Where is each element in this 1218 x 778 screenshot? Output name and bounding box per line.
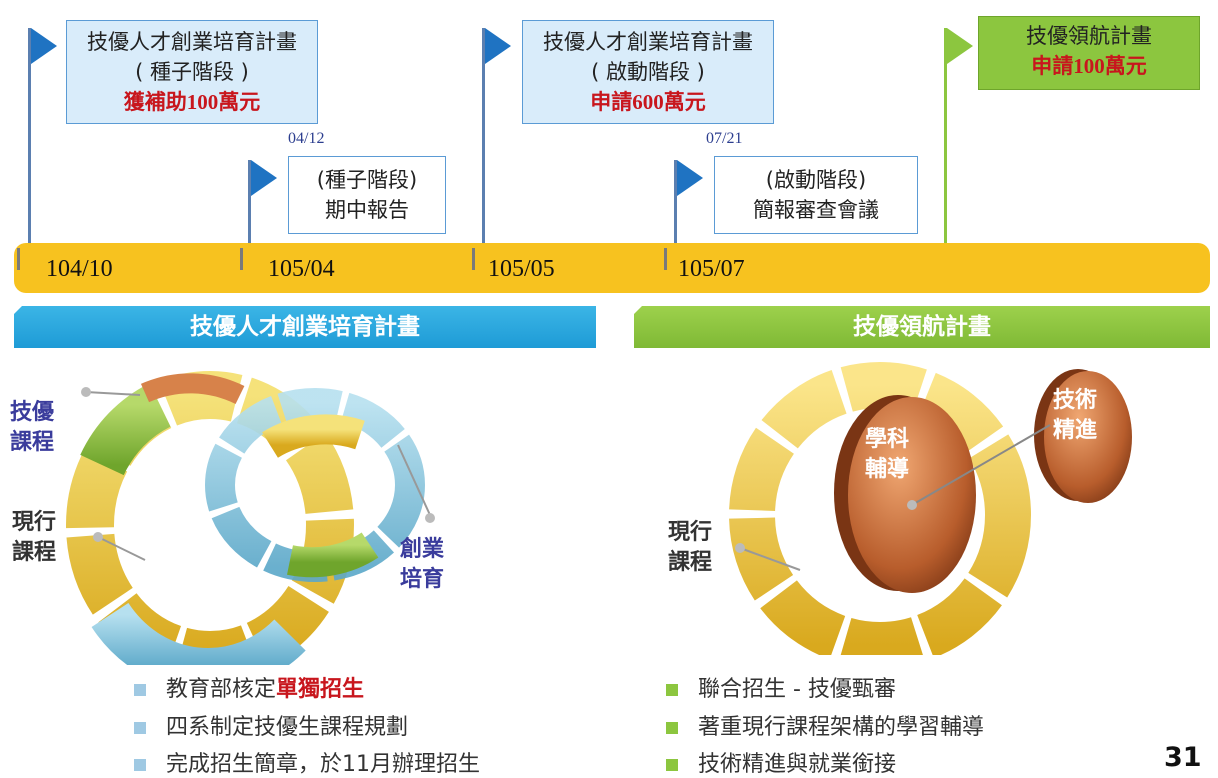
timeline-tick [472, 248, 475, 270]
milestone-2-title: 期中報告 [325, 198, 409, 222]
bullet-square-icon [666, 759, 678, 771]
right-bullet-3: 技術精進與就業銜接 [666, 746, 896, 778]
milestone-4-title: 簡報審查會議 [753, 198, 879, 222]
timeline-tick [664, 248, 667, 270]
timeline-label: 105/07 [678, 256, 745, 282]
page-number: 31 [1164, 742, 1202, 773]
green-segment [80, 383, 172, 476]
milestone-5-title: 技優領航計畫 [1026, 24, 1152, 48]
milestone-5-pole [944, 28, 947, 246]
label-academic-tutoring: 學科 輔導 [865, 427, 910, 482]
milestone-4-flag-icon [677, 160, 703, 196]
timeline-label: 105/04 [268, 256, 335, 282]
bullet-square-icon [134, 684, 146, 696]
milestone-3-flag-icon [485, 28, 511, 64]
milestone-3-amount: 申請600萬元 [590, 90, 706, 114]
bullet-square-icon [666, 684, 678, 696]
timeline-tick [240, 248, 243, 270]
milestone-1-flag-icon [31, 28, 57, 64]
label-startup: 創業 培育 [400, 537, 445, 592]
milestone-3-stage: ( 啟動階段 ) [591, 60, 705, 84]
milestone-3-box: 技優人才創業培育計畫 ( 啟動階段 ) 申請600萬元 [522, 20, 774, 124]
left-rings-diagram [66, 371, 435, 665]
right-coins-diagram [729, 362, 1132, 655]
milestone-1-pole [28, 28, 31, 258]
inner-green-segment [287, 532, 379, 578]
left-bullet-2: 四系制定技優生課程規劃 [134, 709, 408, 741]
left-section-banner: 技優人才創業培育計畫 [14, 306, 596, 348]
blue-segment [91, 602, 306, 665]
label-skill-course: 技優 課程 [10, 400, 55, 455]
milestone-2-box: (種子階段) 期中報告 [288, 156, 446, 234]
milestone-5-flag-icon [947, 28, 973, 64]
timeline-label: 104/10 [46, 256, 113, 282]
right-section-banner: 技優領航計畫 [634, 306, 1210, 348]
right-bullet-1: 聯合招生 - 技優甄審 [666, 671, 896, 703]
milestone-4-box: (啟動階段) 簡報審查會議 [714, 156, 918, 234]
milestone-2-stage: (種子階段) [316, 168, 418, 192]
yellow-ring [729, 362, 1031, 655]
bullet-square-icon [666, 722, 678, 734]
label-current-course-right: 現行 課程 [668, 520, 713, 575]
milestone-3-pole [482, 28, 485, 246]
left-bullet-3: 完成招生簡章，於11月辦理招生 [134, 746, 480, 778]
skill-coin [1044, 371, 1132, 503]
bullet-square-icon [134, 759, 146, 771]
milestone-2-flag-icon [251, 160, 277, 196]
milestone-5-amount: 申請100萬元 [1031, 54, 1147, 78]
label-current-course-left: 現行 課程 [12, 510, 57, 565]
milestone-5-box: 技優領航計畫 申請100萬元 [978, 16, 1200, 90]
milestone-4-stage: (啟動階段) [765, 168, 867, 192]
academic-disc [848, 397, 976, 593]
right-bullet-2: 著重現行課程架構的學習輔導 [666, 709, 984, 741]
timeline-bar [14, 243, 1210, 293]
left-bullet-1: 教育部核定單獨招生 [134, 671, 364, 703]
milestone-4-pole [674, 160, 677, 258]
timeline-label: 105/05 [488, 256, 555, 282]
inner-yellow-segment [262, 414, 365, 458]
milestone-1-stage: ( 種子階段 ) [135, 60, 249, 84]
milestone-2-date: 04/12 [288, 130, 325, 147]
milestone-3-title: 技優人才創業培育計畫 [543, 30, 753, 54]
milestone-1-box: 技優人才創業培育計畫 ( 種子階段 ) 獲補助100萬元 [66, 20, 318, 124]
bullet-square-icon [134, 722, 146, 734]
label-skill-refinement: 技術 精進 [1053, 388, 1098, 443]
milestone-2-pole [248, 160, 251, 258]
orange-segment [140, 373, 245, 405]
milestone-1-title: 技優人才創業培育計畫 [87, 30, 297, 54]
milestone-1-amount: 獲補助100萬元 [123, 90, 261, 114]
timeline-tick [17, 248, 20, 270]
milestone-4-date: 07/21 [706, 130, 743, 147]
